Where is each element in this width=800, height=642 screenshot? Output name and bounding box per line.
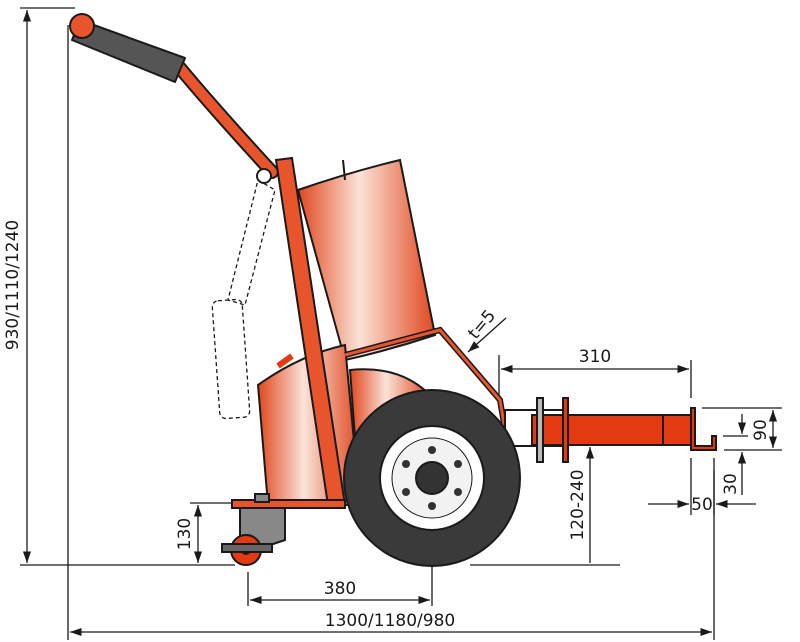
extension-lines [20,7,782,640]
height-label: 930/1110/1240 [3,220,23,350]
jaw-height-label: 90 [751,419,771,441]
length-label: 1300/1180/980 [325,611,455,631]
drive-wheel [343,389,521,567]
dimension-lines [22,10,778,637]
coupling-height-label: 120-240 [568,469,588,540]
coupling-arm [504,397,717,463]
caster-height-label: 130 [175,518,195,550]
coupling-reach-label: 310 [579,347,611,367]
alternate-handle-position [211,178,276,420]
tow-handle [69,13,279,184]
upper-cylinder [296,158,437,362]
jaw-lip-label: 30 [721,473,741,495]
wheelbase-label: 380 [324,579,356,599]
plate-thickness-label: t=5 [464,306,500,343]
jaw-width-label: 50 [691,495,713,515]
caster-wheel [221,493,286,566]
tug-machine [69,13,717,567]
